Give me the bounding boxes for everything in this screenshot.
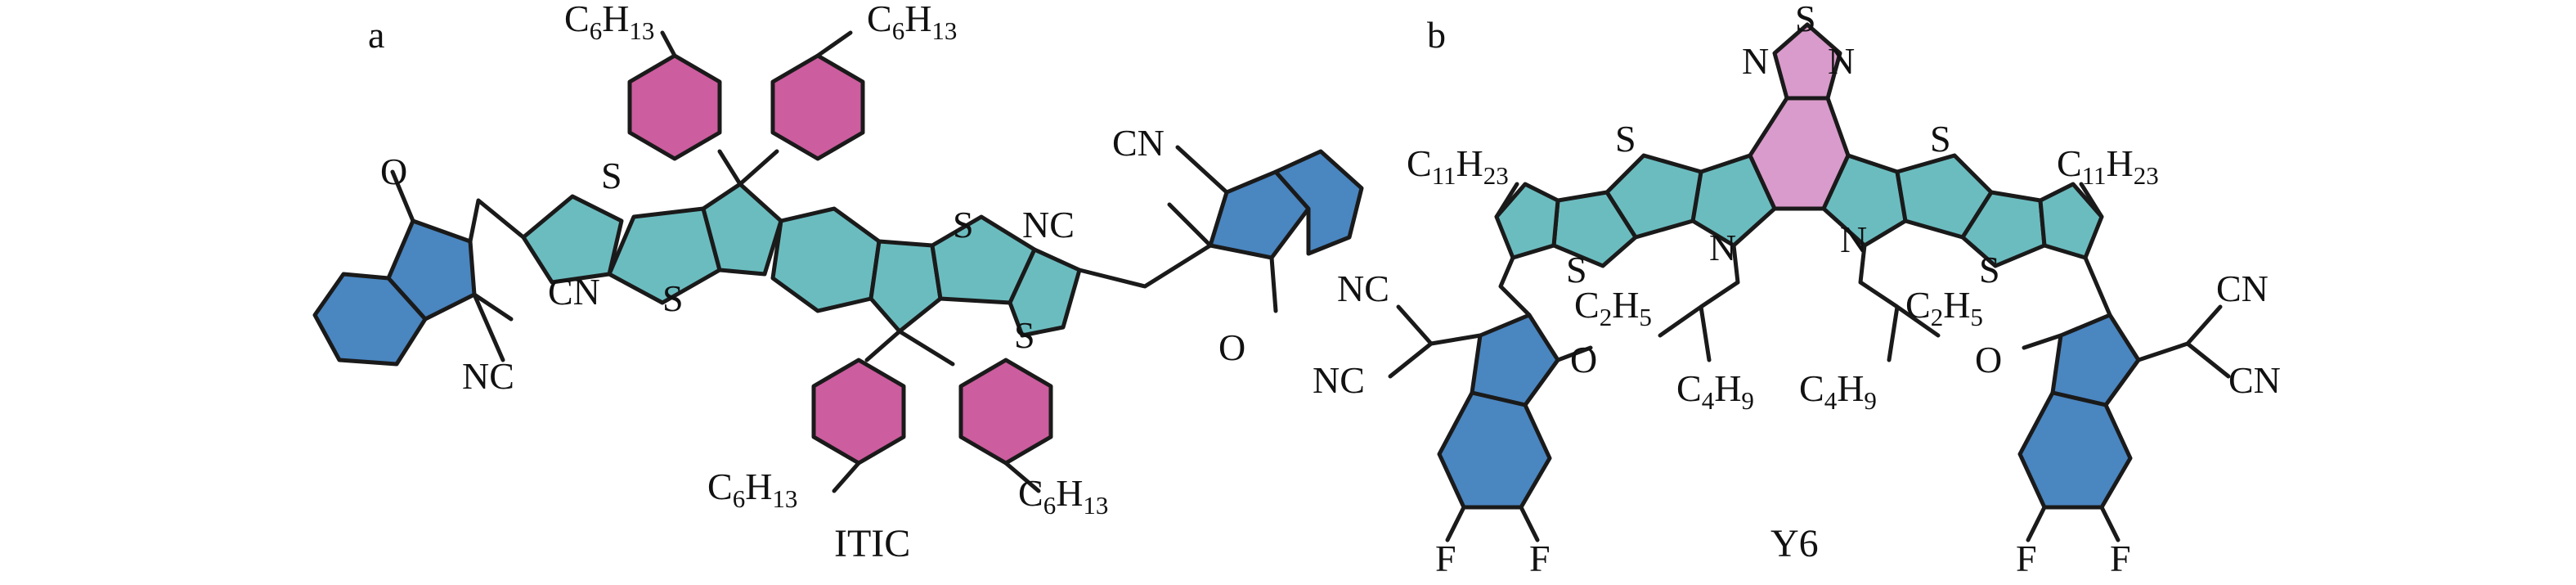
phenyl-ring [770, 53, 865, 161]
undecyl-substituent: C11H23 [2057, 142, 2159, 190]
phenyl-ring [958, 358, 1053, 466]
oxygen-atom: O [1218, 326, 1245, 368]
sulfur-atom: S [953, 204, 974, 245]
fluorine-atom: F [1529, 538, 1551, 579]
cyclopentadiene-ring [701, 182, 783, 277]
hexyl-substituent: C6H13 [1018, 472, 1108, 520]
cyano-label: CN [548, 271, 600, 313]
sulfur-atom: S [662, 277, 684, 319]
hexyl-substituent: C6H13 [867, 0, 957, 45]
nitrile-label: NC [1313, 359, 1365, 401]
panel-b-y6: b S N N S S S S N N O O NC N [1313, 0, 2281, 579]
thiophene-ring [1960, 190, 2047, 268]
pyrrole-ring [1821, 153, 1908, 248]
nitrogen-atom: N [1709, 227, 1736, 268]
fluorine-atom: F [1435, 538, 1456, 579]
compound-name-y6: Y6 [1770, 522, 1819, 565]
compound-name-itic: ITIC [834, 522, 910, 565]
butyl-substituent: C4H9 [1799, 367, 1877, 415]
sulfur-atom: S [601, 155, 622, 196]
undecyl-substituent: C11H23 [1407, 142, 1509, 190]
cyano-label: CN [1112, 122, 1165, 164]
thiophene-ring [1008, 247, 1082, 338]
cyano-label: CN [2216, 268, 2269, 309]
panel-a-itic: a S S S S O O CN NC CN NC C6H1 [312, 0, 1364, 565]
indanone-benzo-ring [2017, 390, 2133, 510]
indanone-five-ring [1470, 313, 1560, 407]
thiophene-ring [1551, 190, 1638, 268]
sulfur-atom: S [1795, 0, 1816, 39]
panel-label-a: a [368, 14, 384, 56]
ethyl-substituent: C2H5 [1905, 284, 1983, 331]
hexyl-substituent: C6H13 [707, 466, 797, 513]
indanone-five-ring [1208, 169, 1311, 260]
thiophene-ring [1494, 182, 1560, 260]
indanone-five-ring [2050, 313, 2141, 407]
pyrrole-ring [1690, 153, 1777, 248]
nitrile-label: NC [462, 355, 514, 397]
ethyl-substituent: C2H5 [1574, 284, 1652, 331]
indanone-five-ring [386, 218, 477, 322]
bond [1388, 182, 2231, 542]
sulfur-atom: S [1566, 249, 1587, 290]
sulfur-atom: S [1615, 118, 1636, 160]
nitrogen-atom: N [1742, 40, 1769, 82]
fluorine-atom: F [2016, 538, 2037, 579]
butyl-substituent: C4H9 [1676, 367, 1754, 415]
nitrile-label: NC [1022, 204, 1075, 245]
nitrogen-atom: N [1828, 40, 1855, 82]
thiophene-ring [607, 206, 722, 305]
benzene-core-ring [770, 206, 882, 313]
phenyl-ring [811, 358, 906, 466]
oxygen-atom: O [380, 151, 407, 192]
indanone-benzo-ring [1273, 149, 1364, 256]
bond [390, 30, 1278, 493]
thiophene-ring [521, 194, 624, 285]
fluorine-atom: F [2110, 538, 2131, 579]
oxygen-atom: O [1975, 339, 2002, 380]
panel-label-b: b [1427, 14, 1446, 56]
nitrile-label: NC [1337, 268, 1389, 309]
nitrogen-atom: N [1840, 218, 1867, 260]
indanone-benzo-ring [312, 272, 428, 367]
sulfur-atom: S [1979, 249, 2000, 290]
hexyl-substituent: C6H13 [564, 0, 654, 45]
sulfur-atom: S [1930, 118, 1951, 160]
sulfur-atom: S [1014, 314, 1035, 356]
phenyl-ring [627, 53, 722, 161]
indanone-benzo-ring [1437, 390, 1552, 510]
oxygen-atom: O [1570, 339, 1597, 380]
cyclopentadiene-ring [868, 239, 943, 334]
cyano-label: CN [2228, 359, 2281, 401]
thiophene-ring [2038, 182, 2104, 260]
